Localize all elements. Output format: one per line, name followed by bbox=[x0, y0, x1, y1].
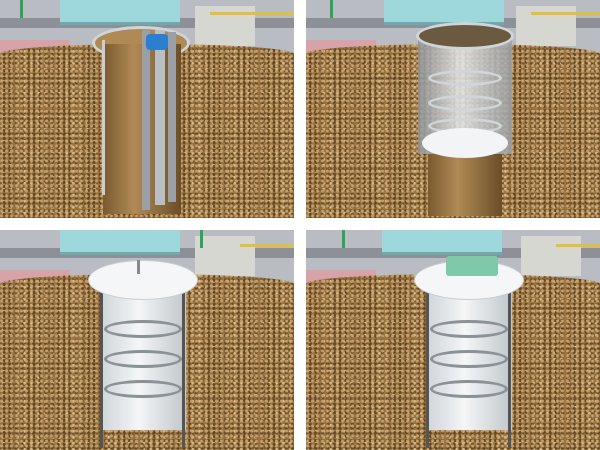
excavator-icon bbox=[146, 34, 168, 50]
shaft-cover bbox=[88, 260, 198, 300]
panel-3 bbox=[0, 230, 294, 450]
panel-4 bbox=[306, 230, 600, 450]
panel-1 bbox=[0, 0, 294, 218]
machine-housing-icon bbox=[446, 256, 498, 276]
panel-2 bbox=[306, 0, 600, 218]
